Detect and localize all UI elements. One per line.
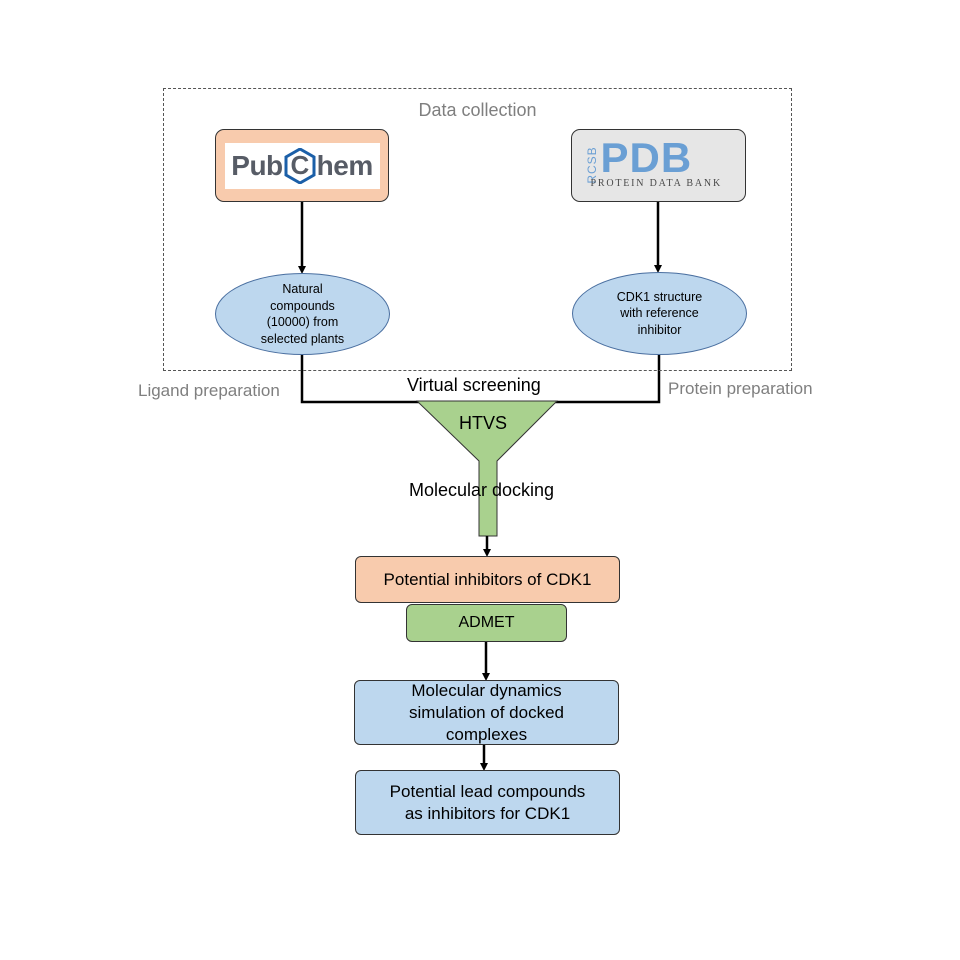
- pdb-node: RCSB PDB PROTEIN DATA BANK: [571, 129, 746, 202]
- pdb-logo-pdb: PDB: [600, 133, 693, 181]
- htvs-label: HTVS: [459, 413, 508, 433]
- pubchem-node: Pub C hem: [215, 129, 389, 202]
- pdb-logo-subtitle: PROTEIN DATA BANK: [590, 177, 722, 189]
- pubchem-logo-text-left: Pub: [231, 149, 283, 181]
- cdk1-structure-node: CDK1 structure with reference inhibitor: [572, 272, 747, 355]
- protein-preparation-label: Protein preparation: [668, 379, 813, 398]
- pubchem-logo: Pub C hem: [224, 142, 380, 189]
- potential-inhibitors-node: Potential inhibitors of CDK1: [355, 556, 620, 603]
- data-collection-region: [163, 88, 792, 371]
- pubchem-hexagon-icon: C: [284, 147, 316, 184]
- lead-compounds-node: Potential lead compounds as inhibitors f…: [355, 770, 620, 835]
- htvs-funnel-shape: [415, 400, 559, 537]
- ligand-preparation-label: Ligand preparation: [138, 381, 280, 400]
- virtual-screening-label: Virtual screening: [407, 375, 541, 395]
- pdb-logo: RCSB PDB PROTEIN DATA BANK: [579, 134, 739, 194]
- data-collection-title: Data collection: [418, 100, 537, 120]
- md-simulation-node: Molecular dynamics simulation of docked …: [354, 680, 619, 745]
- natural-compounds-node: Natural compounds (10000) from selected …: [215, 273, 390, 355]
- admet-node: ADMET: [406, 604, 567, 642]
- pubchem-logo-text-right: hem: [316, 149, 374, 181]
- molecular-docking-label: Molecular docking: [409, 480, 555, 500]
- pubchem-logo-c: C: [290, 150, 310, 180]
